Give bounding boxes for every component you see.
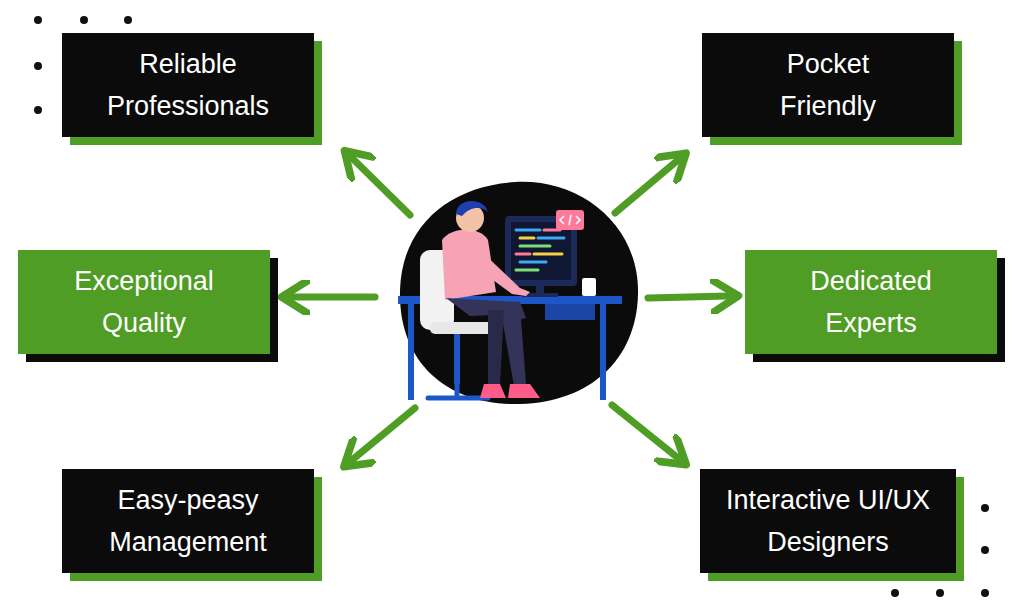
feature-box: Exceptional Quality bbox=[18, 250, 270, 354]
feature-box: Interactive UI/UX Designers bbox=[700, 469, 956, 573]
feature-box: Pocket Friendly bbox=[702, 33, 954, 137]
green-arrows bbox=[292, 158, 728, 460]
feature-label: Exceptional Quality bbox=[39, 260, 249, 344]
developer-illustration bbox=[398, 182, 638, 404]
feature-box: Dedicated Experts bbox=[745, 250, 997, 354]
feature-label: Interactive UI/UX Designers bbox=[712, 479, 944, 563]
feature-label: Easy-peasy Management bbox=[83, 479, 293, 563]
feature-label: Dedicated Experts bbox=[766, 260, 976, 344]
feature-box: Easy-peasy Management bbox=[62, 469, 314, 573]
feature-box: Reliable Professionals bbox=[62, 33, 314, 137]
feature-label: Pocket Friendly bbox=[753, 43, 903, 127]
feature-label: Reliable Professionals bbox=[78, 43, 298, 127]
